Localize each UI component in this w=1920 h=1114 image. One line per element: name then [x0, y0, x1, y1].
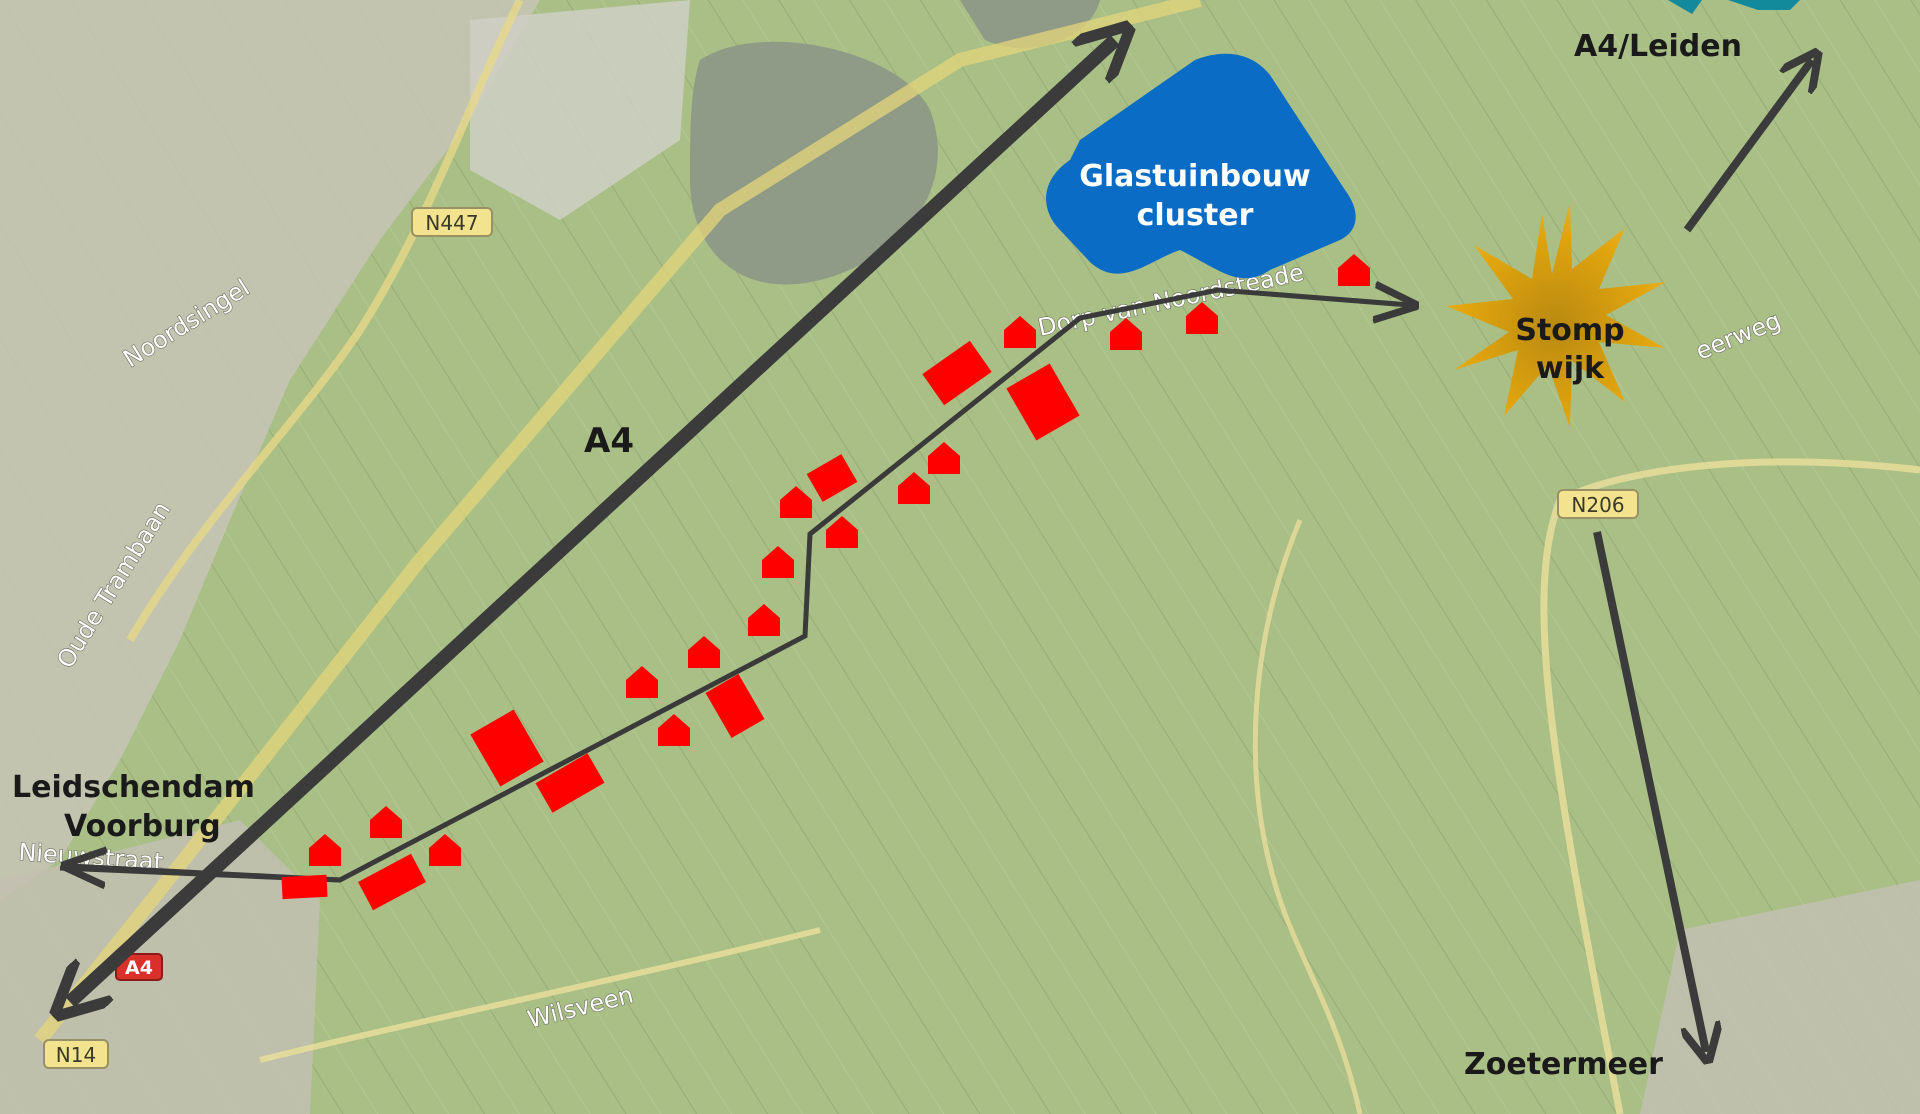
- road-shield-n206: N206: [1557, 489, 1639, 519]
- label-voorburg: Voorburg: [64, 809, 221, 844]
- label-leidschendam: Leidschendam: [12, 770, 255, 805]
- svg-text:N206: N206: [1571, 493, 1624, 517]
- n206-road: [1540, 498, 1624, 1114]
- eastern-road: [1558, 458, 1920, 504]
- stompwijk-label-line2: wijk: [1536, 351, 1605, 386]
- corner-logo-fragment: [1668, 0, 1800, 14]
- label-a4-leiden: A4/Leiden: [1574, 29, 1742, 64]
- stompwijk-starburst: [1446, 202, 1666, 428]
- house-icon: [1338, 254, 1370, 286]
- a4-direction-arrow: [70, 40, 1115, 1002]
- leiden-direction-arrow: [1683, 60, 1812, 233]
- glastuinbouw-label-line2: cluster: [1137, 198, 1254, 233]
- glastuinbouw-label-line1: Glastuinbouw: [1079, 159, 1311, 194]
- label-zoetermeer: Zoetermeer: [1464, 1047, 1663, 1082]
- local-road: [1252, 519, 1363, 1114]
- svg-text:N447: N447: [425, 211, 478, 235]
- stompwijk-label-line1: Stomp: [1515, 313, 1624, 348]
- house-icon: [1186, 302, 1218, 334]
- label-a4: A4: [584, 421, 634, 461]
- svg-text:A4: A4: [125, 957, 153, 979]
- zoetermeer-direction-arrow: [1593, 531, 1706, 1052]
- building: [281, 874, 328, 900]
- road-shield-n447: N447: [411, 207, 493, 237]
- road-shield-n14: N14: [43, 1039, 109, 1069]
- svg-text:N14: N14: [56, 1043, 96, 1067]
